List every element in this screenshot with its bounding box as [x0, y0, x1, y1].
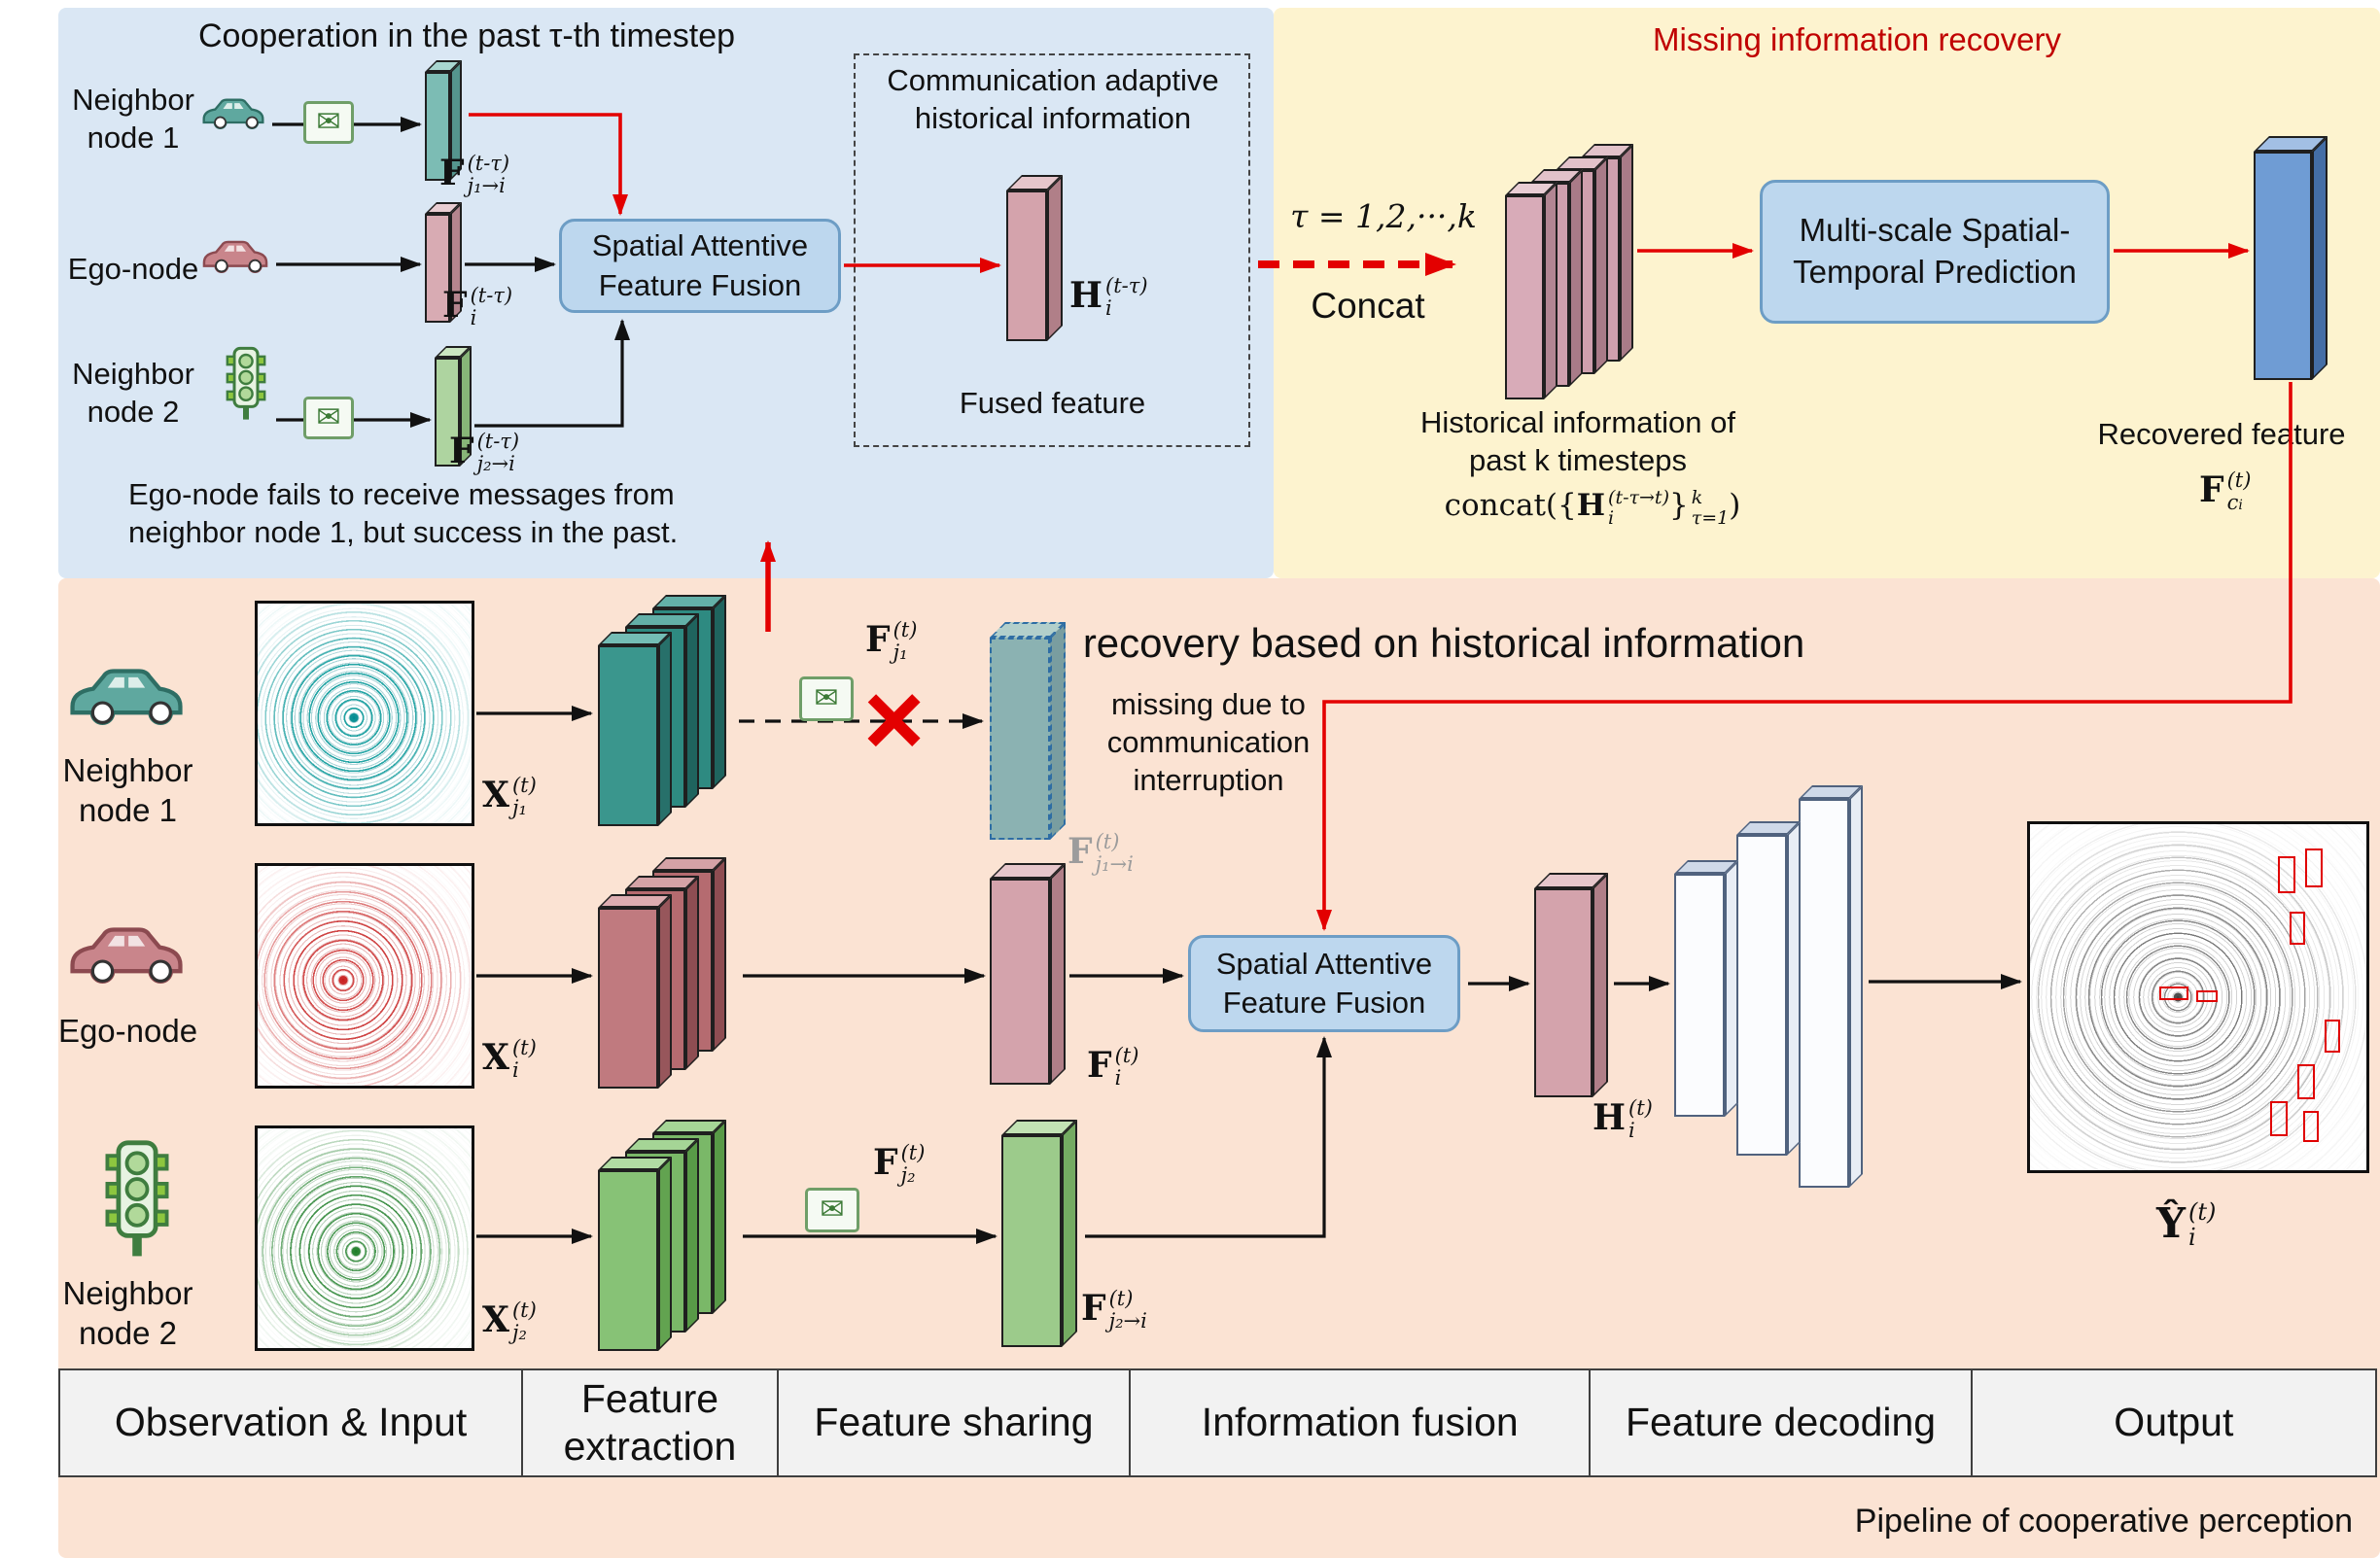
label-h-i: H(t)i [1592, 1096, 1653, 1142]
label-f-ci: F(t)ci [2199, 468, 2252, 514]
label-h-i-past: H(t-τ)i [1069, 274, 1148, 320]
traffic-light-icon [95, 1139, 179, 1264]
fused-feature-dashed-box [854, 53, 1250, 447]
detection-box [2325, 1020, 2340, 1053]
fusion-box-main: Spatial Attentive Feature Fusion [1188, 935, 1460, 1032]
stage-feature-extraction: Feature extraction [523, 1370, 779, 1475]
output-detection-map [2027, 821, 2369, 1173]
detection-box [2305, 848, 2323, 887]
label-x-j2: X(t)j₂ [482, 1298, 537, 1344]
recovery-title: Missing information recovery [1653, 21, 2061, 57]
detection-box [2297, 1064, 2315, 1099]
detection-box [2270, 1101, 2288, 1136]
fails-note: Ego-node fails to receive messages from … [128, 477, 679, 549]
fused-feature-label: Fused feature [959, 386, 1146, 420]
history-info-label: Historical information of past k timeste… [1420, 405, 1735, 477]
tau-range-label: τ = 1,2,···,k [1290, 197, 1477, 235]
label-f-j1-past: F(t-τ)j₁→i [439, 152, 510, 197]
envelope-glyph: ✉ [316, 401, 341, 433]
stage-observation-input: Observation & Input [60, 1370, 524, 1475]
pointcloud-neighbor1 [255, 601, 474, 826]
stage-output: Output [2114, 1400, 2234, 1445]
label-f-j1: F(t)j₁ [865, 618, 918, 664]
envelope-icon-neighbor1-past: ✉ [303, 101, 354, 144]
comm-adaptive-label: Communication adaptive historical inform… [887, 63, 1219, 135]
concat-label: Concat [1311, 286, 1425, 326]
envelope-glyph: ✉ [316, 106, 341, 138]
label-f-i-past: F(t-τ)i [442, 284, 513, 329]
past-neighbor1-label: Neighbor node 1 [72, 83, 194, 155]
communication-interrupted-cross-icon: × [863, 660, 926, 778]
label-x-i: X(t)i [482, 1036, 537, 1082]
detection-box [2303, 1111, 2319, 1142]
neighbor1-label: Neighbor node 1 [62, 752, 193, 829]
label-f-i: F(t)i [1087, 1044, 1139, 1090]
prediction-box: Multi-scale Spatial-Temporal Prediction [1760, 180, 2110, 324]
label-f-j2-past: F(t-τ)j₂→i [449, 430, 520, 475]
label-f-j1-i-missing: F(t)j₁→i [1068, 830, 1134, 876]
stage-feature-decoding: Feature decoding [1591, 1370, 1973, 1475]
ego-label: Ego-node [57, 1013, 198, 1049]
envelope-icon-f-j2: ✉ [805, 1188, 859, 1232]
envelope-glyph: ✉ [820, 1194, 845, 1226]
car-icon-ego-small [199, 237, 271, 279]
past-title: Cooperation in the past τ-th timestep [197, 17, 736, 54]
label-y-hat: Ŷ(t)i [2156, 1198, 2217, 1251]
envelope-icon-f-j1: ✉ [799, 676, 854, 721]
label-f-j2-i: F(t)j₂→i [1081, 1287, 1147, 1333]
neighbor2-label: Neighbor node 2 [62, 1275, 193, 1352]
car-icon-neighbor1-small [199, 95, 267, 135]
detection-box [2159, 987, 2188, 1000]
missing-note: missing due to communication interruptio… [1106, 687, 1311, 797]
pointcloud-ego [255, 863, 474, 1089]
traffic-light-icon-small [220, 346, 272, 427]
fusion-box-past-label: Spatial Attentive Feature Fusion [591, 228, 809, 302]
stage-feature-sharing: Feature sharing [779, 1370, 1132, 1475]
envelope-glyph: ✉ [814, 682, 839, 714]
stage-table: Observation & Input Feature extraction F… [58, 1368, 2377, 1477]
past-ego-label: Ego-node [67, 252, 199, 286]
prediction-box-label: Multi-scale Spatial-Temporal Prediction [1793, 212, 2077, 290]
past-neighbor2-label: Neighbor node 2 [72, 357, 194, 429]
recovered-feature-label: Recovered feature [2097, 417, 2346, 451]
fusion-box-main-label: Spatial Attentive Feature Fusion [1215, 946, 1433, 1020]
pointcloud-neighbor2 [255, 1125, 474, 1351]
stage-information-fusion: Information fusion [1131, 1370, 1592, 1475]
label-f-j2: F(t)j₂ [873, 1141, 926, 1187]
recovery-note: recovery based on historical information [1082, 620, 1805, 666]
fusion-box-past: Spatial Attentive Feature Fusion [559, 219, 841, 313]
car-icon-neighbor1 [64, 663, 189, 732]
pipeline-caption: Pipeline of cooperative perception [1854, 1503, 2353, 1540]
detection-box [2196, 990, 2218, 1002]
envelope-icon-neighbor2-past: ✉ [303, 397, 354, 439]
detection-box [2290, 912, 2305, 945]
label-x-j1: X(t)j₁ [482, 774, 537, 819]
detection-box [2278, 856, 2295, 893]
car-icon-ego [64, 921, 189, 990]
